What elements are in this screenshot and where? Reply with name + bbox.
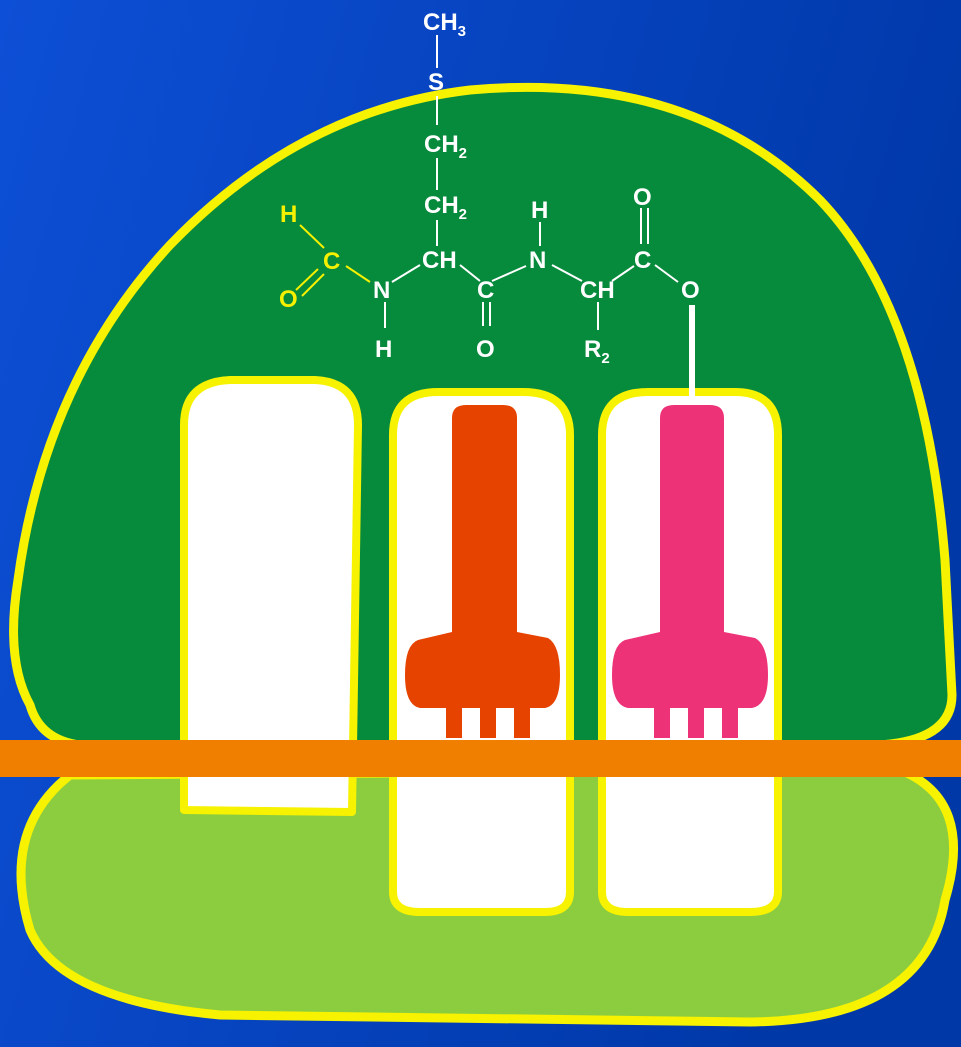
alpha-c1-label: CH <box>422 247 457 274</box>
amide-h2-label: H <box>531 197 548 224</box>
methylene-1-label: CH2 <box>424 131 467 162</box>
molecule-bonds <box>384 35 695 405</box>
ester-o-label: O <box>681 277 700 304</box>
formyl-c-label: C <box>323 248 340 275</box>
mrna-strand <box>0 740 961 777</box>
carbonyl-c2-label: C <box>634 247 651 274</box>
amide-h1-label: H <box>375 336 392 363</box>
amide-n2-label: N <box>529 247 546 274</box>
amide-n1-label: N <box>373 277 390 304</box>
formyl-bonds <box>295 224 371 297</box>
trna-a-site <box>612 405 768 738</box>
trna-p-site <box>405 405 560 738</box>
methyl-label: CH3 <box>423 9 466 40</box>
methylene-2-label: CH2 <box>424 192 467 223</box>
side-chain-label: R2 <box>584 336 610 367</box>
formyl-o-label: O <box>279 286 298 313</box>
e-site-pocket <box>180 376 362 816</box>
carbonyl-o2-label: O <box>633 184 652 211</box>
formyl-h-label: H <box>280 201 297 228</box>
carbonyl-o1-label: O <box>476 336 495 363</box>
sulfur-label: S <box>428 69 444 96</box>
molecule-labels: CH3 S CH2 CH2 H C O N H CH C O H N CH R2… <box>279 9 700 367</box>
carbonyl-c1-label: C <box>477 277 494 304</box>
alpha-c2-label: CH <box>580 277 615 304</box>
